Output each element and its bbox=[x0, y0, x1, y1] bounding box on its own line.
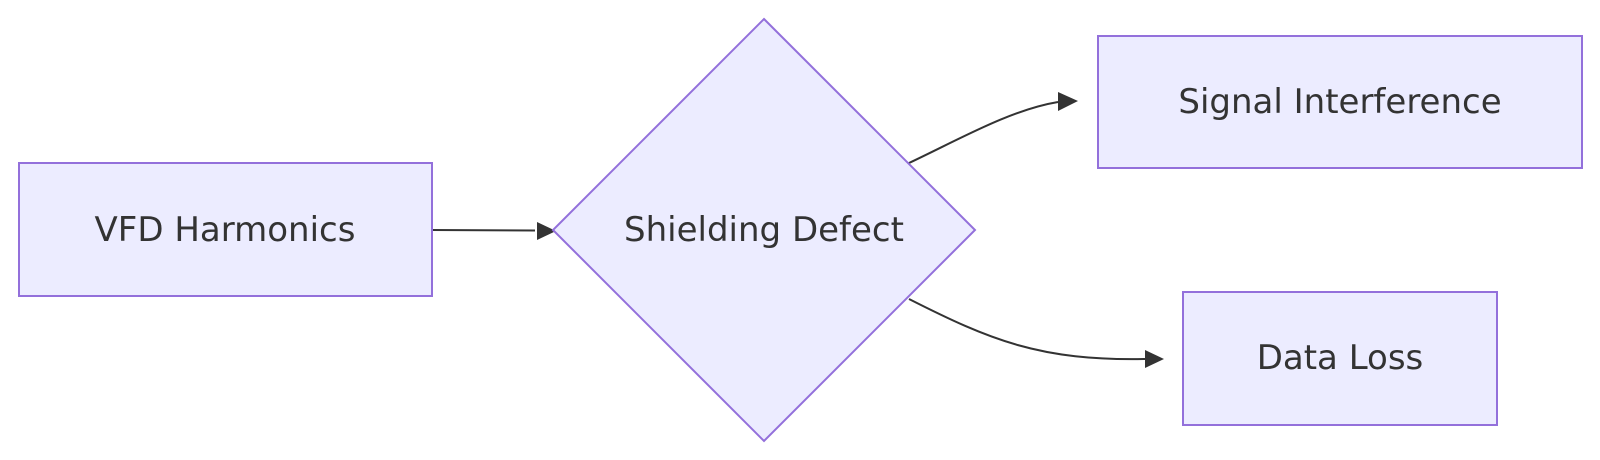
node-vfd-harmonics: VFD Harmonics bbox=[18, 162, 433, 297]
node-data-loss-box bbox=[1182, 291, 1498, 426]
edge-shield-to-loss bbox=[908, 298, 1146, 361]
edge-shield-to-loss-arrowhead bbox=[1145, 350, 1164, 368]
node-shielding-defect-label: Shielding Defect bbox=[624, 210, 904, 250]
node-signal-interference-label: Signal Interference bbox=[1178, 82, 1501, 122]
edges bbox=[430, 92, 1164, 368]
node-signal-interference-box bbox=[1097, 35, 1583, 169]
edge-vfd-to-shield bbox=[430, 229, 536, 232]
node-vfd-harmonics-box bbox=[18, 162, 433, 297]
edge-vfd-to-shield-arrowhead bbox=[537, 222, 556, 240]
node-shielding-defect-diamond bbox=[551, 17, 977, 443]
node-vfd-harmonics-label: VFD Harmonics bbox=[95, 210, 356, 250]
node-data-loss: Data Loss bbox=[1182, 291, 1498, 426]
node-signal-interference: Signal Interference bbox=[1097, 35, 1583, 169]
edge-shield-to-signal bbox=[908, 101, 1059, 164]
edge-shield-to-signal-arrowhead bbox=[1058, 92, 1078, 111]
node-data-loss-label: Data Loss bbox=[1257, 338, 1424, 378]
node-shielding-defect: Shielding Defect bbox=[551, 17, 977, 443]
